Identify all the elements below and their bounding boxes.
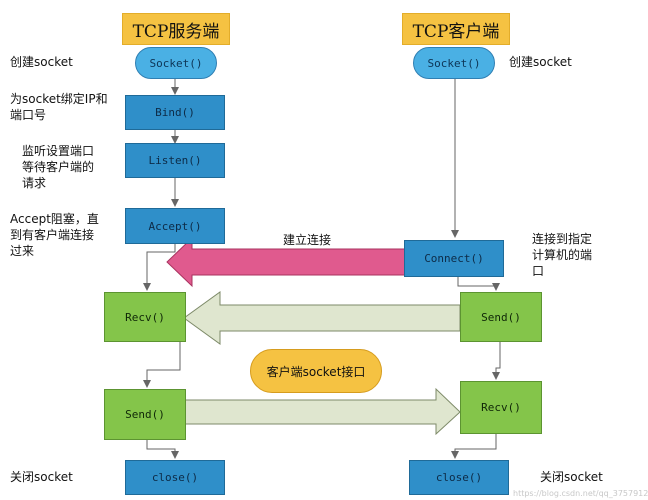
interface-label: 客户端socket接口 xyxy=(250,349,382,393)
server-accept-to-recv-arrow xyxy=(143,242,176,291)
client-recv-to-close-arrow xyxy=(451,432,497,459)
server-title: TCP服务端 xyxy=(122,13,230,45)
server-send-node: Send() xyxy=(104,389,186,440)
server-close-node: close() xyxy=(125,460,225,495)
client-connect-note-line2: 计算机的端 xyxy=(532,248,593,262)
server-listen-node: Listen() xyxy=(125,143,225,178)
server-send-to-close-arrow xyxy=(146,438,179,459)
client-close-note: 关闭socket xyxy=(540,470,603,484)
server-accept-note: Accept阻塞，直 到有客户端连接 过来 xyxy=(10,211,99,259)
server-accept-note-line1: Accept阻塞，直 xyxy=(10,212,99,226)
client-socket-node: Socket() xyxy=(413,47,495,79)
server-recv-to-send-arrow xyxy=(143,340,181,388)
server-listen-note-line1: 监听设置端口 xyxy=(22,144,95,158)
client-connect-to-send-arrow xyxy=(457,275,500,291)
server-send-to-client-recv-arrow xyxy=(183,387,461,436)
server-bind-note-line1: 为socket绑定IP和 xyxy=(10,92,108,106)
connection-label: 建立连接 xyxy=(283,233,332,247)
watermark: https://blog.csdn.net/qq_37579123 xyxy=(513,489,648,498)
server-listen-note: 监听设置端口 等待客户端的 请求 xyxy=(22,143,94,191)
client-connect-note-line3: 口 xyxy=(532,264,545,278)
client-send-to-server-recv-arrow xyxy=(183,291,461,345)
client-connect-note: 连接到指定 计算机的端 口 xyxy=(532,231,592,279)
client-title: TCP客户端 xyxy=(402,13,510,45)
server-recv-node: Recv() xyxy=(104,292,186,342)
client-socket-note: 创建socket xyxy=(509,55,572,69)
client-connect-note-line1: 连接到指定 xyxy=(532,232,593,246)
client-send-to-recv-arrow xyxy=(492,340,501,380)
server-bind-node: Bind() xyxy=(125,95,225,130)
server-accept-note-line3: 过来 xyxy=(10,244,35,258)
server-close-note: 关闭socket xyxy=(10,470,73,484)
client-recv-node: Recv() xyxy=(460,381,542,434)
server-socket-note: 创建socket xyxy=(10,55,73,69)
client-send-node: Send() xyxy=(460,292,542,342)
connect-arrow xyxy=(166,236,406,288)
server-socket-node: Socket() xyxy=(135,47,217,79)
server-accept-note-line2: 到有客户端连接 xyxy=(10,228,95,242)
client-close-node: close() xyxy=(409,460,509,495)
server-bind-note: 为socket绑定IP和 端口号 xyxy=(10,91,108,123)
client-connect-node: Connect() xyxy=(404,240,504,277)
server-listen-note-line2: 等待客户端的 xyxy=(22,160,95,174)
server-bind-note-line2: 端口号 xyxy=(10,108,47,122)
server-accept-node: Accept() xyxy=(125,208,225,244)
server-listen-note-line3: 请求 xyxy=(22,176,47,190)
